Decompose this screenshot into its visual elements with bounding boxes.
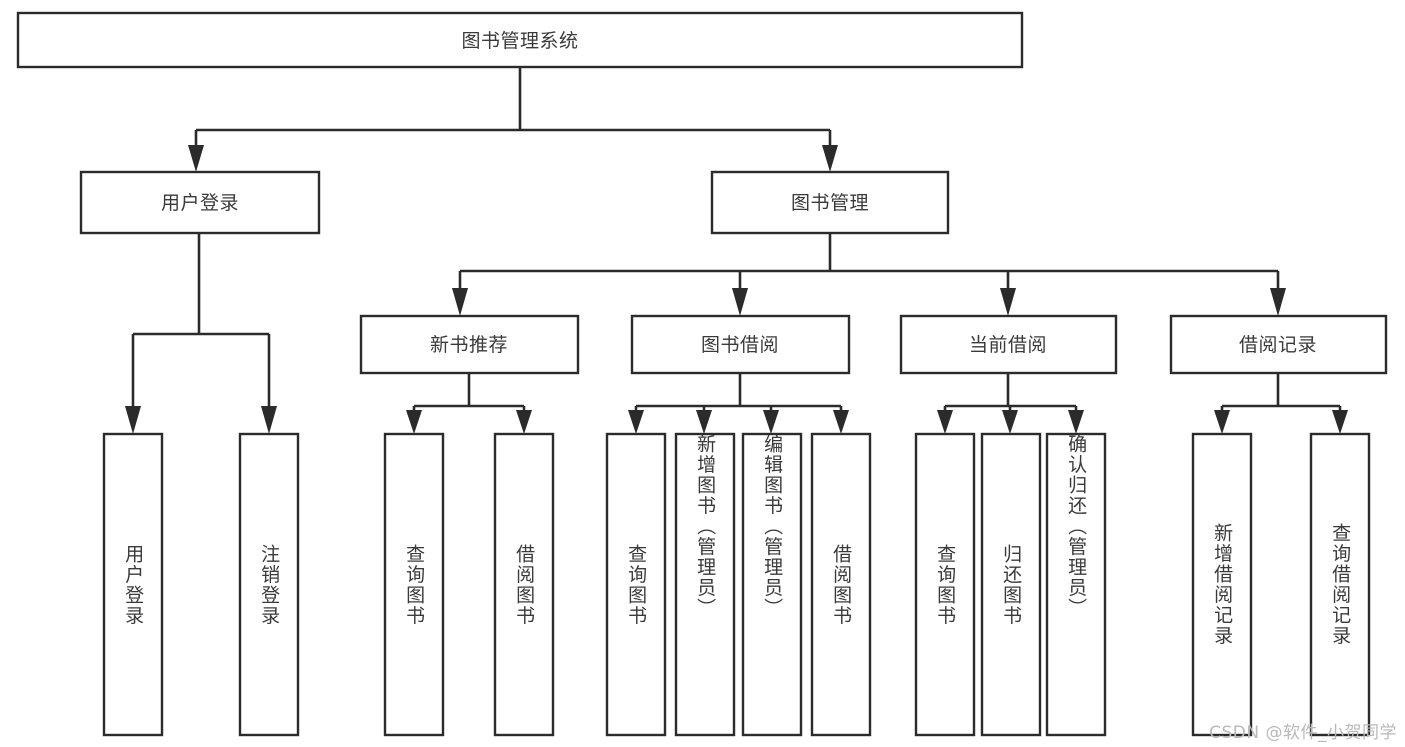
node-user-login-label: 用户登录 bbox=[161, 192, 239, 214]
edges-newbook-to-leaves bbox=[406, 373, 532, 434]
leaf-box-bookborrow-4[interactable] bbox=[810, 432, 872, 737]
edges-bookborrow-to-leaves bbox=[628, 373, 849, 434]
edges-root-to-level2 bbox=[188, 67, 838, 172]
leaf-box-bookborrow-1[interactable] bbox=[605, 432, 667, 737]
arrow-to-leaf-user-login bbox=[125, 406, 141, 434]
arrow-cb-leaf-1 bbox=[937, 410, 953, 434]
arrow-nb-leaf-2 bbox=[516, 410, 532, 434]
node-current-borrow-box[interactable] bbox=[899, 314, 1118, 375]
arrow-bb-leaf-3 bbox=[763, 410, 779, 434]
leaf-box-bookborrow-2[interactable] bbox=[674, 432, 736, 737]
node-new-book-box[interactable] bbox=[359, 314, 580, 375]
leaf-box-currentborrow-3[interactable] bbox=[1045, 432, 1107, 737]
arrow-cb-leaf-2 bbox=[1002, 410, 1018, 434]
node-borrow-record-label: 借阅记录 bbox=[1239, 334, 1317, 356]
node-book-manage-label: 图书管理 bbox=[791, 192, 869, 214]
node-new-book-label: 新书推荐 bbox=[430, 334, 508, 356]
arrow-nb-leaf-1 bbox=[406, 410, 422, 434]
node-root-label: 图书管理系统 bbox=[461, 30, 578, 52]
arrow-br-leaf-2 bbox=[1332, 410, 1348, 434]
arrow-bb-leaf-1 bbox=[628, 410, 644, 434]
arrow-cb-leaf-3 bbox=[1068, 410, 1084, 434]
node-user-login-box[interactable] bbox=[79, 170, 321, 235]
arrow-to-book-borrow bbox=[732, 288, 748, 316]
csdn-watermark: CSDN @软件_小贺同学 bbox=[1209, 723, 1397, 743]
leaf-box-currentborrow-1[interactable] bbox=[914, 432, 976, 737]
leaf-box-newbook-1[interactable] bbox=[383, 432, 445, 737]
arrow-bb-leaf-2 bbox=[696, 410, 712, 434]
node-book-borrow-box[interactable] bbox=[630, 314, 851, 375]
node-root-box[interactable] bbox=[16, 11, 1024, 69]
node-borrow-record-box[interactable] bbox=[1169, 314, 1388, 375]
leaf-box-borrowrecord-1[interactable] bbox=[1191, 432, 1253, 737]
arrow-to-new-book bbox=[452, 288, 468, 316]
arrow-to-user-login bbox=[188, 145, 204, 172]
edges-borrowrecord-to-leaves bbox=[1214, 373, 1348, 434]
edges-currentborrow-to-leaves bbox=[937, 373, 1084, 434]
node-book-borrow-label: 图书借阅 bbox=[701, 334, 779, 356]
leaf-box-bookborrow-3[interactable] bbox=[741, 432, 803, 737]
node-book-manage-box[interactable] bbox=[710, 170, 950, 235]
arrow-br-leaf-1 bbox=[1214, 410, 1230, 434]
arrow-bb-leaf-4 bbox=[833, 410, 849, 434]
leaf-box-user-login-1[interactable] bbox=[102, 432, 164, 737]
leaf-box-newbook-2[interactable] bbox=[493, 432, 555, 737]
arrow-to-leaf-logout bbox=[261, 406, 277, 434]
edges-userlogin-to-leaves bbox=[125, 233, 277, 434]
arrow-to-book-manage bbox=[822, 145, 838, 172]
node-current-borrow-label: 当前借阅 bbox=[969, 334, 1047, 356]
arrow-to-borrow-record bbox=[1270, 288, 1286, 316]
leaf-box-user-login-2[interactable] bbox=[238, 432, 300, 737]
arrow-to-current-borrow bbox=[1000, 288, 1016, 316]
leaf-box-currentborrow-2[interactable] bbox=[980, 432, 1042, 737]
edges-bookmanage-to-level3 bbox=[452, 233, 1286, 316]
leaf-box-borrowrecord-2[interactable] bbox=[1309, 432, 1371, 737]
